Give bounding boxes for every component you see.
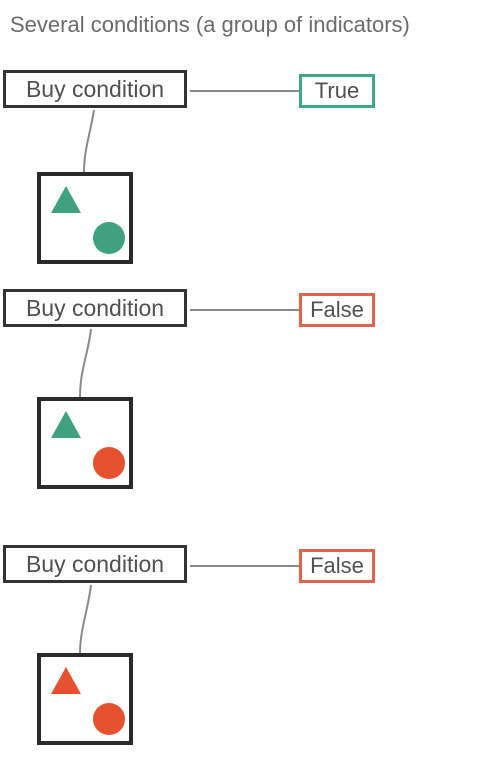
diagram-title: Several conditions (a group of indicator…	[10, 12, 410, 37]
result-box: False	[299, 293, 375, 327]
connector-condition-to-indicators	[83, 109, 95, 173]
indicator-group-box	[37, 653, 133, 745]
triangle-indicator-icon	[51, 186, 81, 213]
circle-indicator-icon	[93, 703, 125, 735]
result-box: False	[299, 549, 375, 583]
connector-condition-to-indicators	[79, 328, 92, 398]
buy-condition-box: Buy condition	[3, 70, 187, 108]
indicator-group-box	[37, 397, 133, 489]
circle-indicator-icon	[93, 447, 125, 479]
buy-condition-box: Buy condition	[3, 289, 187, 327]
result-box: True	[299, 74, 375, 108]
connector-condition-to-indicators	[79, 584, 92, 654]
triangle-indicator-icon	[51, 411, 81, 438]
circle-indicator-icon	[93, 222, 125, 254]
indicator-group-box	[37, 172, 133, 264]
triangle-indicator-icon	[51, 667, 81, 694]
buy-condition-box: Buy condition	[3, 545, 187, 583]
